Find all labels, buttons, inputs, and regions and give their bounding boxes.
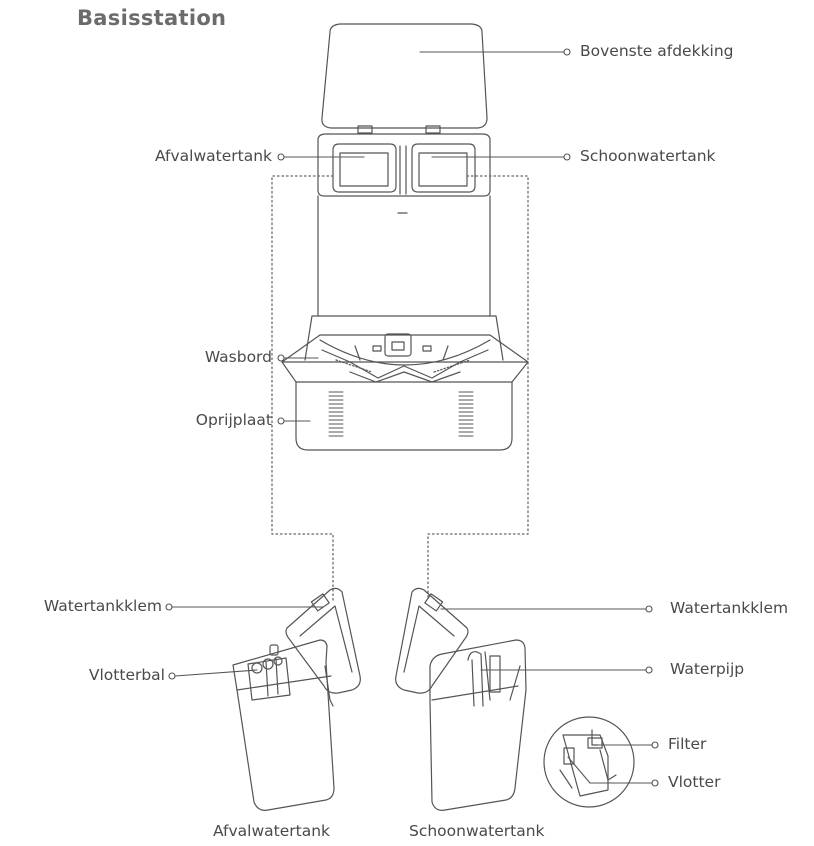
label-float-ball: Vlotterbal xyxy=(88,666,165,684)
label-clip-left: Watertankklem xyxy=(43,597,162,615)
label-water-pipe: Waterpijp xyxy=(670,660,745,678)
caption-waste-tank: Afvalwatertank xyxy=(213,822,331,840)
label-filter: Filter xyxy=(668,735,707,753)
top-cover-shape xyxy=(321,23,488,134)
wash-board-shape xyxy=(281,333,529,383)
label-wash-board: Wasbord xyxy=(204,348,272,366)
label-waste-tank-top: Afvalwatertank xyxy=(154,147,272,165)
dotted-link-lines xyxy=(271,175,529,601)
ramp-shape xyxy=(281,361,529,451)
label-clip-right: Watertankklem xyxy=(670,599,789,617)
caption-clean-tank: Schoonwatertank xyxy=(409,822,545,840)
leader-lines xyxy=(165,48,659,787)
station-body-shape xyxy=(304,133,504,361)
tank-compartments-shape xyxy=(332,143,476,195)
label-ramp: Oprijplaat xyxy=(195,411,272,429)
label-float: Vlotter xyxy=(668,773,721,791)
label-top-cover: Bovenste afdekking xyxy=(580,42,734,60)
diagram-title: Basisstation xyxy=(77,6,227,30)
waste-tank-shape xyxy=(232,587,361,811)
label-clean-tank-top: Schoonwatertank xyxy=(580,147,716,165)
clean-tank-shape xyxy=(395,587,635,811)
